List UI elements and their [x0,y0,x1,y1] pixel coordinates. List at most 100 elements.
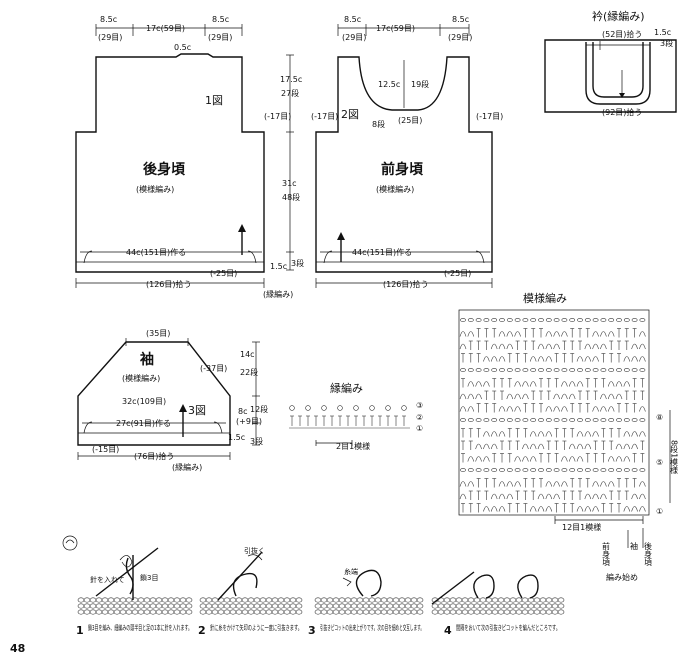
edging-row-3: ③ [416,401,423,410]
pattern-stitch [569,318,576,322]
front-pickup-label: (126目)拾う [383,279,429,289]
page-number: 48 [10,642,25,655]
pattern-stitch [500,440,504,450]
pattern-stitch [554,440,559,450]
pattern-stitch [545,468,552,472]
pattern-stitch [609,353,614,363]
pattern-repeat-label: 12目1模様 [562,522,601,532]
pattern-stitch [608,418,615,422]
pattern-stitch [632,390,637,400]
front-armhole-dec: (-17目) [311,112,338,121]
pattern-stitch [607,331,615,337]
pattern-stitch [585,403,590,413]
pattern-stitch [483,368,490,372]
pattern-stitch [562,503,567,513]
pattern-stitch [515,340,520,350]
pattern-stitch [490,431,498,437]
pattern-stitch [585,378,590,388]
pattern-stitch [623,506,631,512]
pattern-stitch [484,340,489,350]
pattern-stitch [561,456,568,462]
pattern-stitch [545,406,553,412]
pattern-stitch [553,318,560,322]
sleeve-hem-rows: 3段 [250,436,263,446]
pattern-stitch [632,403,637,413]
pattern-stitch [624,340,629,350]
hook-icon [62,535,78,551]
pattern-stitch [570,328,575,338]
pattern-stitch [507,503,512,513]
edging-chart [289,405,410,446]
pattern-stitch [490,506,498,512]
pattern-stitch [546,378,551,388]
pattern-stitch [562,353,567,363]
edging-stitch [346,415,350,426]
pattern-stitch [506,318,513,322]
pattern-stitch [514,381,521,387]
step-insert-label: 針を入れて [90,575,125,584]
pattern-stitch [624,478,629,488]
pattern-stitch [545,331,553,337]
pattern-stitch [529,443,537,450]
pattern-stitch [506,368,513,372]
pattern-stitch [561,368,568,372]
back-pickup-label: (126目)拾う [146,279,192,289]
pattern-stitch [538,418,544,422]
sleeve-pickup-label: (76目)拾う [134,451,174,461]
pattern-stitch [631,356,638,362]
pattern-stitch [484,328,489,338]
pattern-stitch [561,393,568,400]
pattern-stitch [523,428,528,438]
edging-stitch [362,415,366,426]
step-2-number: 2 [198,624,206,637]
front-neck-dim: 12.5c [378,80,400,89]
pattern-stitch [483,506,490,512]
pattern-stitch [539,403,543,413]
pattern-stitch [507,378,512,388]
pattern-stitch [576,456,584,462]
pattern-stitch [468,440,473,450]
pattern-stitch [601,453,606,463]
pattern-stitch [562,440,567,450]
pattern-stitch [600,368,607,372]
pattern-stitch [570,428,575,438]
pattern-stitch [608,368,615,372]
pattern-stitch [570,353,575,363]
front-edge-dec: (-25目) [444,269,471,278]
pattern-stitch [631,318,638,322]
pattern-stitch [584,506,592,512]
pattern-stitch [530,468,537,472]
sleeve-inc-rows: 12段 [250,404,268,414]
pattern-stitch [623,381,631,387]
pattern-stitch [522,318,529,322]
pattern-stitch [584,468,591,472]
pattern-stitch [530,418,537,422]
pattern-stitch [600,343,607,350]
pattern-stitch [632,328,637,338]
front-top-center-dim: 17c(59目) [376,24,415,33]
pattern-stitch [514,418,521,422]
pattern-stitch [461,440,465,450]
sleeve-hem-dim: 1.5c [228,433,245,442]
pattern-stitch [569,368,576,372]
front-top-right-sts: (29目) [448,33,472,42]
pattern-stitch [554,428,559,438]
pattern-stitch [538,368,544,372]
pattern-stitch [639,318,646,322]
front-edging-label: (縁編み) [263,289,293,299]
back-body-piece [75,24,294,288]
pattern-stitch [623,468,630,472]
pattern-stitch [468,340,473,350]
pattern-stitch [553,468,560,472]
pattern-stitch [600,331,607,337]
front-body-piece [315,24,493,288]
back-side-rows: 48段 [282,192,300,202]
pattern-stitch [545,493,553,500]
pattern-stitch [500,453,504,463]
pattern-stitch [506,343,514,350]
pattern-stitch [492,453,497,463]
pattern-stitch [570,503,575,513]
pattern-stitch [459,481,467,487]
step-illustrations [62,535,565,615]
pattern-stitch [467,418,474,422]
